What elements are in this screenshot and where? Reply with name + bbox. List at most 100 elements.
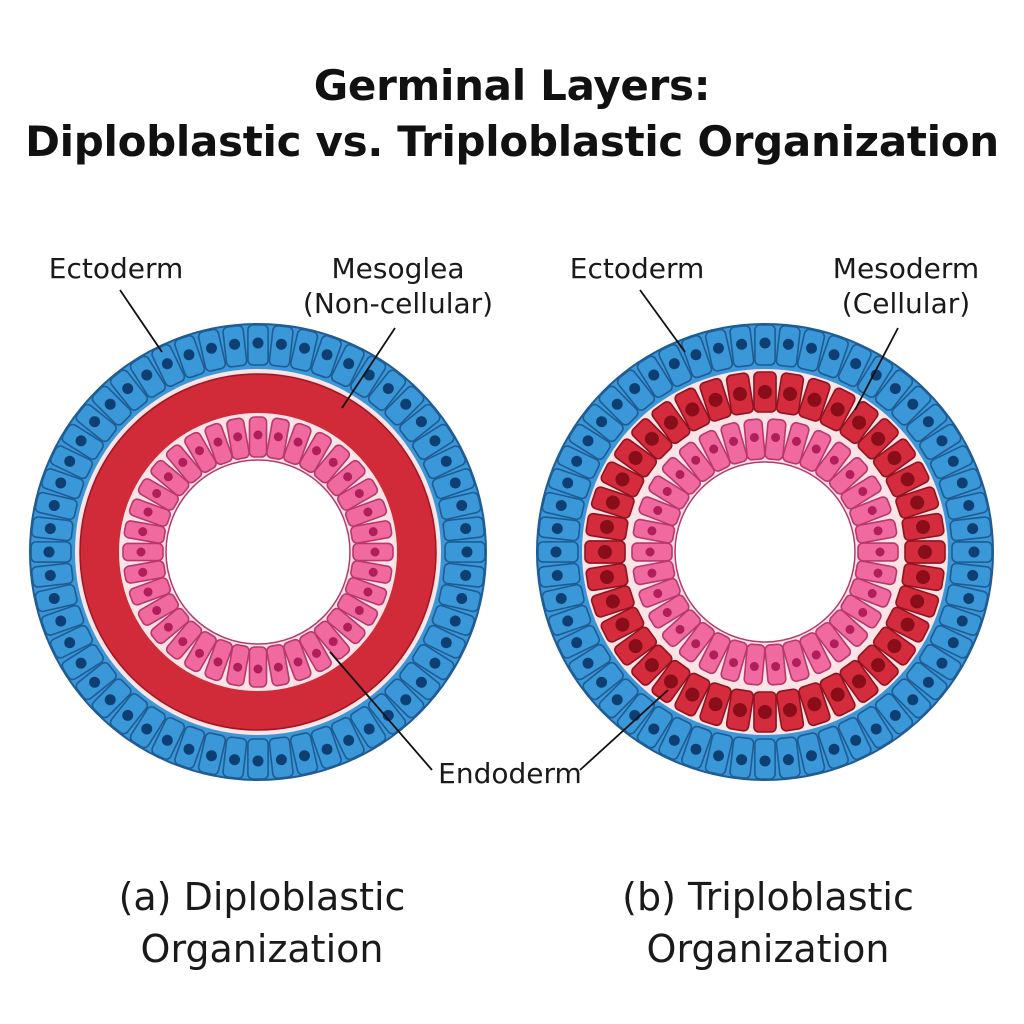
- ectoderm-cell: [556, 624, 601, 659]
- ectoderm-cell: [442, 516, 485, 542]
- ectoderm-cell: [151, 716, 186, 761]
- ectoderm-cell: [729, 736, 755, 779]
- triploblastic-cross-section: [536, 323, 994, 781]
- ectoderm-cell: [929, 624, 974, 659]
- cell-nucleus: [233, 662, 243, 672]
- mesoglea-leader: [341, 327, 396, 409]
- diploblastic-cross-section: [29, 323, 487, 781]
- endoderm-cell: [137, 478, 179, 511]
- cell-nucleus: [104, 398, 116, 410]
- endoderm-cell-layer: [122, 416, 394, 688]
- cell-nucleus: [685, 687, 700, 702]
- caption-right-line-2: Organization: [647, 927, 890, 971]
- cell-nucleus: [712, 342, 724, 354]
- cell-nucleus: [273, 432, 283, 442]
- ectoderm-cell: [582, 661, 624, 701]
- cell-nucleus: [870, 723, 882, 735]
- cell-nucleus: [456, 499, 468, 511]
- mesoderm-leader: [854, 327, 899, 411]
- cell-nucleus: [668, 358, 680, 370]
- label-ectoderm-right: Ectoderm: [570, 252, 705, 285]
- cell-nucleus: [811, 650, 821, 660]
- endoderm-cell: [799, 632, 832, 675]
- endoderm-cell: [815, 441, 852, 482]
- ectoderm-cell: [681, 725, 713, 770]
- cell-nucleus: [871, 431, 886, 446]
- mesoderm-cell-layer: [584, 371, 946, 733]
- ectoderm-cell: [31, 516, 74, 542]
- cell-nucleus: [871, 658, 886, 673]
- ectoderm-cell: [538, 516, 581, 542]
- cell-nucleus: [178, 457, 188, 467]
- cell-nucleus: [645, 547, 655, 557]
- endoderm-cell: [828, 457, 869, 495]
- ectoderm-cell: [949, 516, 992, 542]
- ectoderm-cell: [412, 644, 455, 681]
- cell-nucleus: [299, 750, 311, 762]
- endoderm-cell: [204, 638, 233, 682]
- ectoderm-cell: [874, 369, 914, 411]
- mesoderm-cell: [753, 691, 777, 733]
- title-line-2: Diploblastic vs. Triploblastic Organizat…: [25, 117, 999, 166]
- cell-nucleus: [605, 594, 620, 609]
- cell-nucleus: [195, 446, 204, 456]
- label-mesoderm: Mesoderm: [833, 252, 979, 285]
- cell-nucleus: [152, 606, 162, 615]
- cell-nucleus: [64, 455, 76, 467]
- endoderm-cell: [828, 609, 869, 647]
- leader-lines: [119, 289, 899, 771]
- cell-nucleus: [273, 662, 283, 672]
- ectoderm-cell: [919, 423, 962, 460]
- cell-nucleus: [138, 567, 148, 577]
- ectoderm-cell: [442, 562, 485, 588]
- ectoderm-cell: [568, 644, 611, 681]
- cell-nucleus: [429, 657, 441, 669]
- cell-nucleus: [205, 750, 217, 762]
- cell-nucleus: [749, 432, 759, 442]
- cell-nucleus: [850, 358, 862, 370]
- endoderm-cell: [266, 644, 290, 687]
- cell-nucleus: [163, 622, 173, 632]
- cell-nucleus: [690, 743, 702, 755]
- cell-nucleus: [663, 415, 678, 430]
- ectoderm-cell: [796, 328, 826, 372]
- mesoderm-cell: [590, 486, 635, 519]
- ectoderm-cell: [40, 604, 85, 636]
- cell-nucleus: [729, 436, 739, 446]
- ectoderm-cell: [49, 624, 94, 659]
- ectoderm-cell: [109, 369, 149, 411]
- ectoderm-cell: [837, 343, 872, 388]
- cell-nucleus: [858, 608, 868, 618]
- mesoderm-cell: [819, 387, 856, 432]
- cell-nucleus: [967, 569, 979, 581]
- label-mesoderm-note: (Cellular): [842, 287, 970, 320]
- cell-nucleus: [252, 337, 264, 349]
- cell-nucleus: [213, 657, 223, 667]
- cell-nucleus: [690, 349, 702, 361]
- endoderm-cell: [350, 560, 393, 584]
- cell-nucleus: [918, 545, 932, 559]
- cell-nucleus: [647, 526, 657, 536]
- cell-nucleus: [562, 615, 574, 627]
- endoderm-cell: [764, 643, 787, 686]
- mesoderm-cell: [590, 585, 635, 618]
- diagram-title: Germinal Layers: Diploblastic vs. Triplo…: [0, 58, 1024, 170]
- mesoderm-cell: [725, 688, 755, 732]
- cell-nucleus: [830, 687, 845, 702]
- mesoderm-cell: [674, 672, 711, 717]
- ectoderm-cell: [222, 736, 248, 779]
- ectoderm-cell: [431, 468, 476, 500]
- ectoderm-cell: [34, 583, 78, 613]
- mesoderm-cell: [600, 606, 645, 643]
- endoderm-cell: [631, 542, 673, 562]
- cell-nucleus: [963, 499, 975, 511]
- mesoderm-cell: [699, 682, 732, 727]
- cell-nucleus: [648, 369, 660, 381]
- cell-nucleus: [354, 606, 364, 615]
- endoderm-cell: [648, 475, 690, 510]
- cell-nucleus: [615, 472, 630, 487]
- endoderm-cell: [266, 417, 290, 460]
- mesoderm-cell: [651, 659, 691, 703]
- cell-nucleus: [708, 697, 723, 712]
- endoderm-cell: [337, 593, 379, 626]
